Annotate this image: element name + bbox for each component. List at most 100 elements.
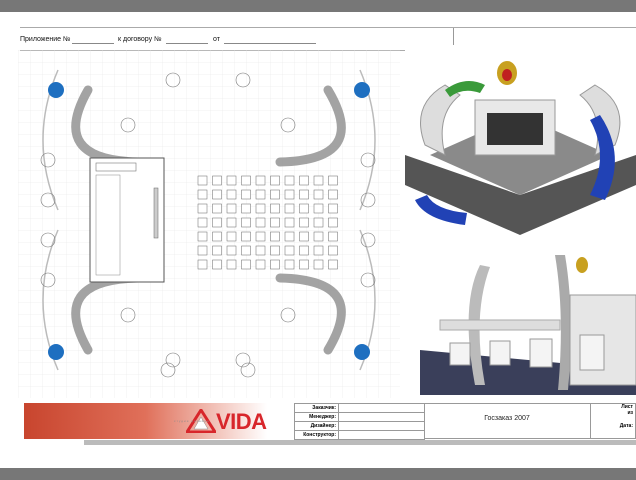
chair [255,203,266,214]
table-with-chairs [240,362,256,378]
chair [328,175,338,186]
table-with-chairs [360,152,376,168]
chair [197,231,208,242]
chair [270,259,280,270]
chair [284,259,295,270]
floor-plan [18,50,400,398]
chair [226,203,237,214]
constructor-label: Конструктор: [294,430,339,440]
chair [328,231,338,242]
chair [226,259,237,270]
client-label: Заказчик: [294,403,339,413]
chair [328,245,338,256]
table-with-chairs [165,352,181,368]
table-with-chairs [165,72,181,88]
chair [255,217,266,228]
chair [226,231,237,242]
from-label: от [213,36,220,43]
table-with-chairs [280,307,296,323]
project-name: Госзаказ 2007 [424,403,591,439]
client-value [338,403,425,413]
contract-label: к договору № [118,36,162,43]
top-bar [0,0,636,12]
appendix-label: Приложение № [20,36,71,43]
chair [212,217,222,228]
copyright-strip [84,440,636,445]
chair [241,189,251,200]
chair [241,259,251,270]
brand-banner [24,403,294,439]
chair [197,203,208,214]
table-with-chairs [235,352,251,368]
chair [299,245,309,256]
manager-label: Менеджер: [294,412,339,422]
chair [255,175,266,186]
designer-label: Дизайнер: [294,421,339,431]
table-with-chairs [40,152,56,168]
chair [241,217,251,228]
chair [270,217,280,228]
chair [299,189,309,200]
responsibility-table: Заказчик: Менеджер: Дизайнер: Конструкто… [294,403,425,440]
chair [313,245,324,256]
chair [226,217,237,228]
chair [328,203,338,214]
bottom-bar [0,468,636,480]
table-with-chairs [360,192,376,208]
brand-slogan: студия дизайна [174,419,210,423]
chair [299,203,309,214]
chair [328,217,338,228]
chair [255,231,266,242]
chair [313,259,324,270]
chair [313,217,324,228]
chair [270,175,280,186]
chair [197,189,208,200]
chair [299,175,309,186]
table-with-chairs [120,117,136,133]
chair [270,203,280,214]
chair [284,175,295,186]
chair [270,231,280,242]
chair [212,259,222,270]
table-with-chairs [360,232,376,248]
table-with-chairs [235,72,251,88]
chair [328,259,338,270]
chair [299,259,309,270]
chair [328,189,338,200]
constructor-value [338,430,425,440]
table-with-chairs [40,192,56,208]
logo-badges [48,82,370,360]
chair [226,245,237,256]
chair [212,245,222,256]
chair [226,189,237,200]
chair [241,231,251,242]
chair [284,203,295,214]
stand-render-top [405,45,636,240]
chair [197,259,208,270]
chair [197,175,208,186]
table-with-chairs [120,307,136,323]
chair [212,203,222,214]
sheet-info: Лист из Дата: [591,403,636,439]
table-with-chairs [160,362,176,378]
date-field [224,43,316,44]
sheet-label: Лист [621,404,633,410]
chair [284,245,295,256]
chair [270,245,280,256]
appendix-number-field [72,43,114,44]
chair [284,231,295,242]
chair [212,231,222,242]
stand-render-bottom [420,255,636,395]
contract-number-field [166,43,208,44]
designer-value [338,421,425,431]
chair [299,217,309,228]
chair [212,175,222,186]
title-block: студия дизайна VIDA Заказчик: Менеджер: … [24,403,636,445]
chair [241,203,251,214]
chair [226,175,237,186]
brand-name: VIDA [216,409,267,434]
header-divider [453,28,454,50]
chair [313,231,324,242]
chair [197,217,208,228]
table-with-chairs [360,272,376,288]
